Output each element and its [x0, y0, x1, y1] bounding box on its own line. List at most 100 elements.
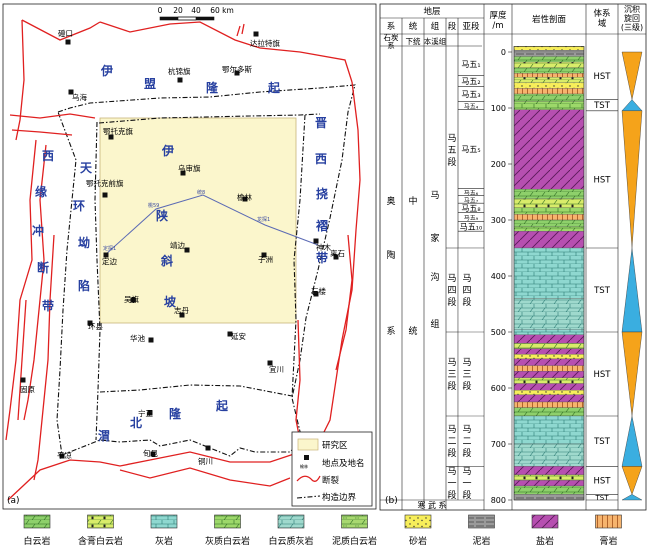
place-marker-25	[205, 445, 211, 451]
place-label-15: 吴旗	[124, 294, 139, 304]
member-0-char-0: 马	[447, 133, 456, 144]
member-span-2-char-2: 段	[462, 380, 471, 392]
scale-tick-2: 40	[191, 6, 201, 15]
member-span-2-char-1: 三	[462, 370, 471, 380]
lith-layer-36	[513, 415, 585, 445]
lith-layer-30	[513, 377, 585, 384]
study-area	[99, 117, 297, 324]
member-4-char-2: 段	[447, 489, 456, 501]
submember-5: 马五₆	[464, 189, 479, 197]
legend-swatch-gyp	[595, 514, 622, 529]
lith-layer-15	[513, 207, 585, 215]
depth-label-3: 300	[491, 216, 506, 225]
place-label-23: 平凉	[57, 450, 72, 460]
member-span-2	[458, 332, 484, 416]
lith-layer-20	[513, 247, 585, 299]
place-marker-20	[20, 377, 26, 383]
lith-layer-10	[513, 93, 585, 102]
fault-south-3	[119, 467, 291, 487]
lith-layer-28	[513, 365, 585, 372]
place-label-2: 杭锦旗	[168, 66, 191, 76]
map-scale-bar: 0 20 40 60 km	[158, 6, 234, 21]
legend-swatch-sand	[404, 514, 432, 529]
fault-west-6	[33, 234, 55, 481]
submember-8: 马五₉	[464, 214, 479, 222]
member-3-char-2: 段	[447, 447, 456, 459]
tectonic-unit-labels: 伊盟隆起晋西挠褶带西缘冲断带天环坳陷伊陕斜坡渭北隆起	[32, 63, 328, 443]
member-span-2-char-0: 马	[462, 357, 471, 368]
well-label-2: 统8	[197, 189, 205, 196]
fault-north-1	[21, 19, 101, 41]
tectonic-label-jinxi-fold-belt-1: 西	[315, 152, 327, 166]
scale-tick-1: 20	[173, 6, 183, 15]
col-group-char-3: 组	[430, 318, 439, 330]
legend-swatch-mudol	[341, 514, 368, 529]
tectonic-label-yishan-slope-0: 伊	[161, 143, 174, 158]
submember-7: 马五₈	[461, 204, 480, 213]
legend-swatch-doll	[277, 514, 305, 529]
member-span-1-char-0: 马	[462, 273, 471, 284]
header-member: 段	[448, 21, 457, 32]
tectonic-label-tianhuan-depression-2: 坳	[78, 235, 90, 250]
tectonic-label-weibei-uplift-1: 北	[130, 415, 142, 430]
legend-study-area-label: 研究区	[322, 440, 348, 451]
panel-label-a: (a)	[7, 496, 20, 506]
tectonic-label-weibei-uplift-0: 渭	[98, 428, 110, 443]
place-marker-1	[253, 31, 259, 37]
legend-place-label: 地点及地名	[322, 458, 365, 469]
place-label-20: 固原	[20, 385, 35, 394]
tectonic-label-weibei-uplift-2: 隆	[169, 406, 182, 421]
lith-layer-2	[513, 51, 585, 57]
cycle-column	[621, 51, 643, 501]
lith-layer-33	[513, 394, 585, 403]
fault-north-3	[236, 23, 245, 37]
member-2-char-2: 段	[447, 380, 456, 392]
legend-swatch-mud	[468, 514, 495, 529]
series-value: 中统	[408, 195, 417, 337]
member-span-3-char-2: 段	[462, 447, 471, 459]
member-span-4-char-2: 段	[462, 489, 471, 501]
legend-swatch-salt	[531, 514, 559, 529]
member-span-4-char-0: 马	[462, 466, 471, 477]
place-marker-4	[68, 89, 74, 95]
tectonic-label-jinxi-fold-belt-3: 褶	[316, 218, 328, 233]
cycle-hst-6	[621, 466, 643, 495]
place-marker-22	[147, 410, 153, 416]
depth-label-5: 500	[491, 328, 506, 337]
place-marker-16	[179, 312, 185, 318]
structural-boundary-3	[291, 114, 306, 399]
lith-layer-37	[513, 443, 585, 467]
system-tract-5: TST	[593, 437, 611, 447]
legend-fault-swatch	[296, 475, 321, 482]
place-label-22: 宁正	[138, 408, 153, 418]
lith-layer-16	[513, 214, 585, 221]
legend-study-area-swatch	[297, 438, 319, 451]
lith-layer-31	[513, 383, 585, 391]
cycle-tst-7	[621, 494, 643, 501]
scale-tick-3: 60 km	[210, 6, 234, 15]
place-marker-12	[261, 252, 267, 258]
map-panel: 0 20 40 60 km 伊盟隆起晋西挠褶带西缘冲断带天环坳陷伊陕斜坡渭北隆起…	[2, 3, 377, 510]
tectonic-label-western-thrust-2: 冲	[32, 223, 44, 238]
fault-west-2	[9, 113, 96, 119]
legend-swatch-dol	[23, 514, 51, 529]
lith-layer-4	[513, 61, 585, 68]
lith-layer-25	[513, 348, 585, 355]
legend-label-sand: 砂岩	[409, 535, 427, 547]
legend-label-lime: 灰岩	[155, 535, 173, 547]
lithology-column	[513, 46, 585, 501]
faults	[5, 19, 361, 501]
well-label-1: 桃59	[148, 202, 159, 209]
place-label-16: 志丹	[174, 305, 189, 315]
member-span-4-char-1: 一	[462, 479, 471, 489]
fault-east-1	[299, 81, 361, 453]
legend-swatch-lmdol	[214, 514, 241, 529]
basin-boundary	[56, 84, 356, 457]
tectonic-label-tianhuan-depression-1: 环	[73, 199, 85, 213]
cycle-hst-2	[621, 110, 643, 249]
submember-0: 马五₁	[461, 60, 480, 69]
place-label-14: 石楼	[311, 286, 326, 296]
depth-label-7: 700	[491, 440, 506, 449]
col-group-char-2: 沟	[430, 271, 439, 283]
